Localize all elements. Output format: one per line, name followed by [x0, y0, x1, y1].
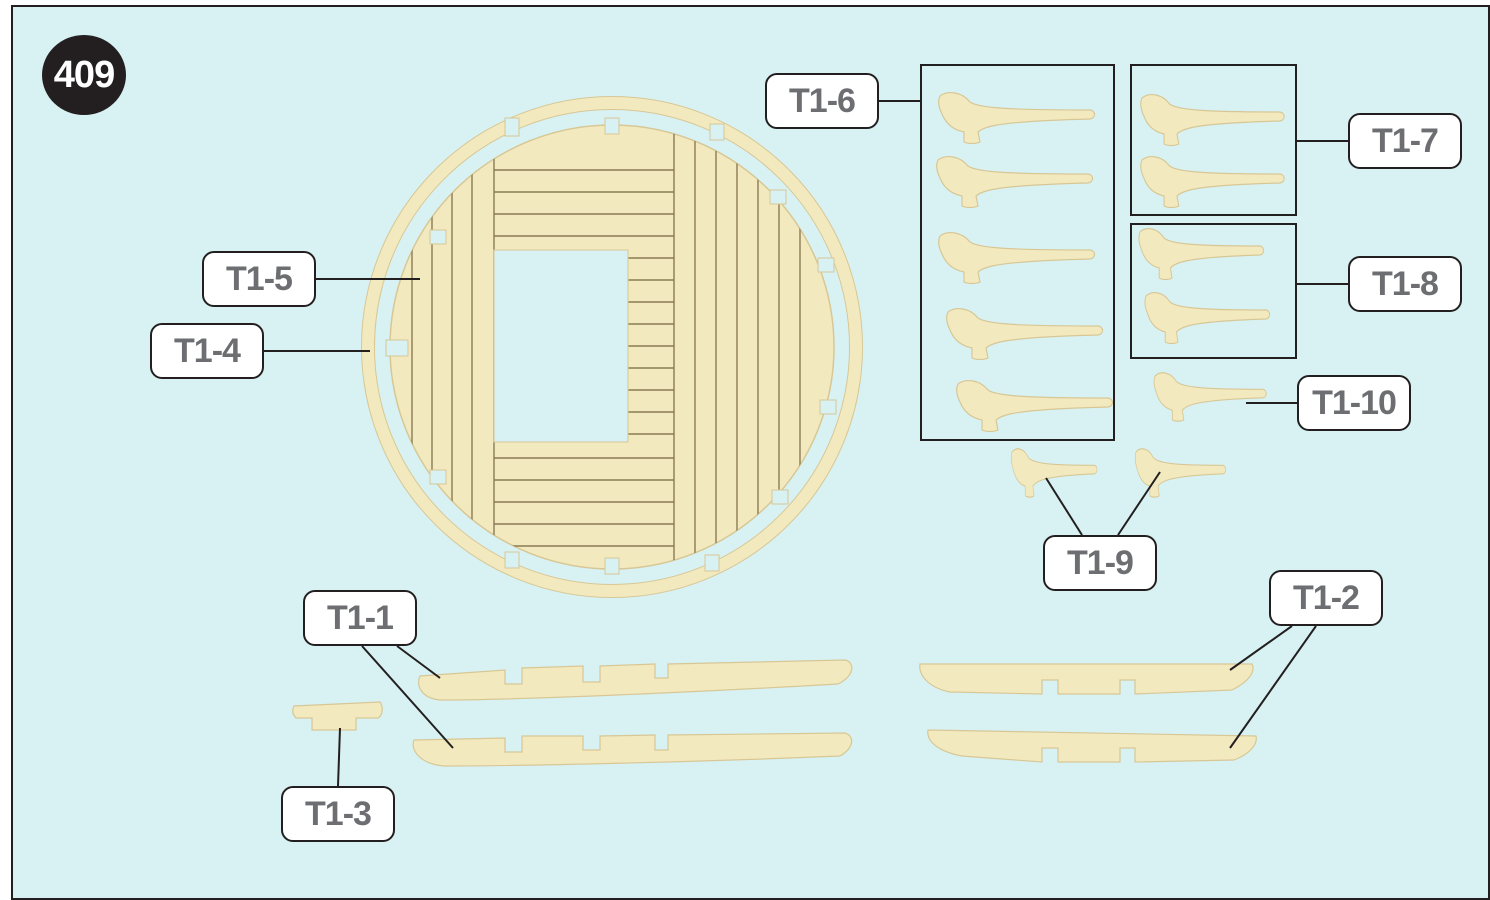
label-t1-4: T1-4	[150, 323, 264, 379]
leader-t1-1a	[396, 645, 441, 679]
label-t1-10: T1-10	[1297, 375, 1411, 431]
part-t1-7-brackets	[1140, 94, 1285, 209]
page-number-badge: 409	[42, 35, 126, 115]
part-t1-4-ring	[361, 96, 863, 598]
label-t1-1: T1-1	[303, 590, 417, 646]
part-t1-6-brackets	[936, 92, 1114, 433]
label-t1-8: T1-8	[1348, 256, 1462, 312]
group-box-t1-8	[1130, 223, 1297, 359]
part-t1-8-brackets	[1138, 228, 1271, 345]
leader-t1-9b	[1117, 471, 1161, 536]
deck-hatch-opening	[493, 249, 629, 443]
label-t1-3: T1-3	[281, 786, 395, 842]
leader-t1-1b	[361, 645, 454, 749]
part-t1-5-deck	[385, 117, 837, 575]
group-box-t1-6	[920, 64, 1115, 441]
part-t1-10-bracket	[1153, 372, 1267, 422]
label-t1-6: T1-6	[765, 73, 879, 129]
leader-t1-2a	[1229, 625, 1293, 671]
leader-t1-2b	[1229, 625, 1317, 749]
part-t1-1-strips	[412, 659, 853, 767]
leader-t1-9a	[1045, 477, 1083, 536]
part-t1-3-block	[292, 701, 383, 731]
label-t1-5: T1-5	[202, 251, 316, 307]
leader-t1-3	[337, 727, 341, 787]
part-t1-2-strips	[919, 663, 1257, 763]
part-t1-9-brackets	[1010, 448, 1227, 498]
label-t1-9: T1-9	[1043, 535, 1157, 591]
label-t1-7: T1-7	[1348, 113, 1462, 169]
label-t1-2: T1-2	[1269, 570, 1383, 626]
